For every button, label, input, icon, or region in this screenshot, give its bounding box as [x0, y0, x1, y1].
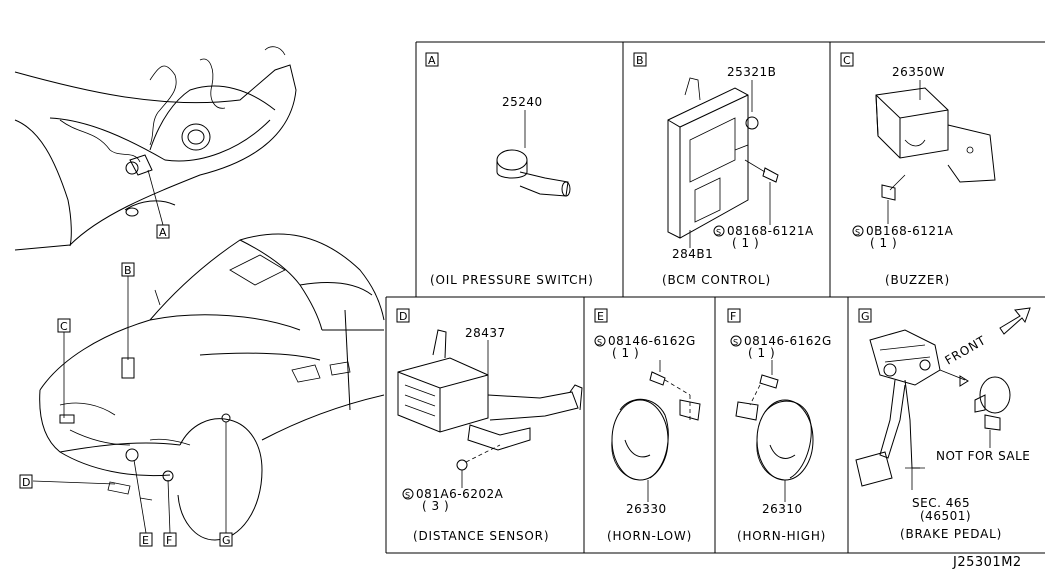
caption-distance-sensor: (DISTANCE SENSOR)	[413, 529, 549, 543]
caption-bcm-control: (BCM CONTROL)	[662, 273, 771, 287]
distance-sensor-drawing	[397, 329, 583, 471]
panel-e-letter: E	[597, 310, 604, 323]
part-284b1: 284B1	[672, 247, 713, 261]
svg-text:S: S	[733, 338, 738, 347]
bolt-0b168-6121a-c: 0B168-6121A	[866, 224, 954, 238]
svg-text:S: S	[716, 228, 721, 237]
panel-a-letter: A	[428, 54, 436, 67]
panel-grid	[385, 41, 1045, 554]
bolt-08168-6121a-b: 08168-6121A	[727, 224, 814, 238]
car-illustration: B C D E F G	[19, 233, 385, 547]
overview-label-a: A	[159, 226, 167, 239]
part-28437: 28437	[465, 326, 506, 340]
panel-b-letter: B	[636, 54, 644, 67]
caption-horn-low: (HORN-LOW)	[607, 529, 692, 543]
sec-465: SEC. 465	[912, 496, 970, 510]
panel-e: E S 08146-6162G ( 1 ) 26330 (HORN-LOW)	[594, 308, 701, 543]
part-26310: 26310	[762, 502, 803, 516]
oil-pressure-switch-drawing	[496, 149, 571, 197]
horn-high-drawing	[735, 374, 814, 481]
qty-b: ( 1 )	[732, 236, 759, 250]
part-26350w: 26350W	[892, 65, 945, 79]
buzzer-drawing	[875, 87, 996, 201]
bolt-08146-6162g-f: 08146-6162G	[744, 334, 832, 348]
qty-c: ( 1 )	[870, 236, 897, 250]
bcm-control-drawing	[667, 77, 779, 239]
bolt-08146-6162g-e: 08146-6162G	[608, 334, 696, 348]
svg-text:S: S	[597, 338, 602, 347]
brake-switch-drawing	[974, 376, 1011, 448]
brake-pedal-drawing	[855, 329, 969, 490]
svg-text:S: S	[855, 228, 860, 237]
front-label: FRONT	[943, 333, 989, 368]
overview-label-e: E	[142, 534, 149, 547]
qty-d: ( 3 )	[422, 499, 449, 513]
caption-buzzer: (BUZZER)	[885, 273, 950, 287]
caption-horn-high: (HORN-HIGH)	[737, 529, 826, 543]
engine-bay-illustration: A	[14, 46, 297, 251]
overview-label-g: G	[222, 534, 231, 547]
part-25240: 25240	[502, 95, 543, 109]
caption-oil-pressure-switch: (OIL PRESSURE SWITCH)	[430, 273, 594, 287]
note-not-for-sale: NOT FOR SALE	[936, 449, 1030, 463]
qty-e: ( 1 )	[612, 346, 639, 360]
overview-label-d: D	[22, 476, 30, 489]
svg-text:S: S	[405, 491, 410, 500]
panel-d: D 28437 S 081A6-6202A ( 3 ) (DISTANCE SE…	[396, 308, 583, 543]
panel-a: A 25240 (OIL PRESSURE SWITCH)	[425, 52, 594, 287]
panel-g-letter: G	[861, 310, 870, 323]
panel-f: F S 08146-6162G ( 1 ) 26310 (HORN-HIGH)	[727, 308, 832, 543]
qty-f: ( 1 )	[748, 346, 775, 360]
panel-f-letter: F	[730, 310, 736, 323]
panel-g: G FRONT NOT FOR SALE SEC. 465 (46501)	[855, 307, 1031, 541]
panel-d-letter: D	[399, 310, 407, 323]
sec-ref-46501: (46501)	[920, 509, 971, 523]
horn-low-drawing	[611, 371, 701, 481]
panel-c: C 26350W S 0B168-6121A ( 1 ) (BUZZER)	[840, 52, 996, 287]
part-25321b: 25321B	[727, 65, 776, 79]
diagram-id: J25301M2	[952, 555, 1022, 570]
overview-label-c: C	[60, 320, 68, 333]
part-26330: 26330	[626, 502, 667, 516]
front-arrow: FRONT	[943, 307, 1031, 368]
panel-b: B 25321B S 08168-6121A ( 1 ) 284B1 (BCM …	[633, 52, 814, 287]
overview-label-b: B	[124, 264, 132, 277]
bolt-081a6-6202a: 081A6-6202A	[416, 487, 504, 501]
caption-brake-pedal: (BRAKE PEDAL)	[900, 527, 1002, 541]
overview-label-f: F	[166, 534, 172, 547]
panel-c-letter: C	[843, 54, 851, 67]
